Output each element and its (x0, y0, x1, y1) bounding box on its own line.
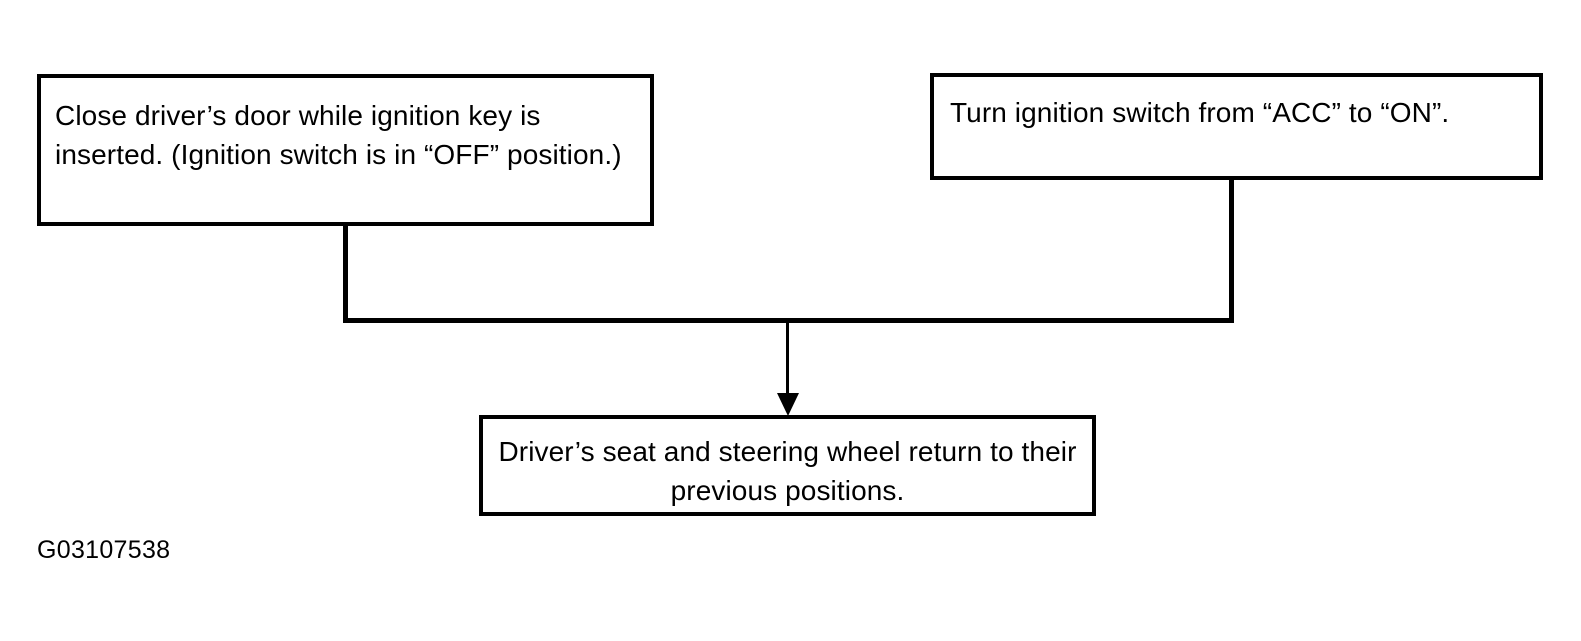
flowchart-node-close-door: Close driver’s door while ignition key i… (37, 74, 654, 226)
connector-right-drop (1229, 177, 1234, 322)
connector-result-drop (786, 322, 789, 396)
flowchart-node-turn-ignition: Turn ignition switch from “ACC” to “ON”. (930, 73, 1543, 180)
flowchart-node-result-label: Driver’s seat and steering wheel return … (498, 436, 1077, 506)
flowchart-node-turn-ignition-label: Turn ignition switch from “ACC” to “ON”. (950, 97, 1450, 128)
arrow-down-icon (777, 393, 799, 416)
connector-merge-bar (343, 318, 1234, 323)
connector-left-drop (343, 224, 348, 322)
flowchart-node-close-door-label: Close driver’s door while ignition key i… (55, 100, 622, 170)
figure-caption: G03107538 (37, 536, 171, 564)
flowchart-node-result: Driver’s seat and steering wheel return … (479, 415, 1096, 516)
